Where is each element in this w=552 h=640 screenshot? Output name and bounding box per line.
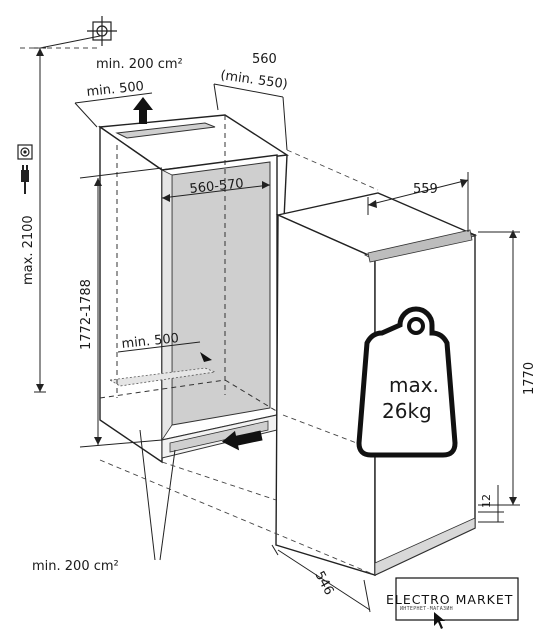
niche-width-label: 560-570 xyxy=(189,176,245,197)
inner-depth-label: min. 500 xyxy=(121,331,180,352)
niche-depth-label: 560 xyxy=(252,52,277,67)
appliance-height-label: 1770 xyxy=(522,362,537,395)
dimension-lines xyxy=(34,35,520,613)
niche-height-label: 1772-1788 xyxy=(79,279,94,350)
weight-icon xyxy=(356,306,458,458)
vent-bottom-area-label: min. 200 cm² xyxy=(32,559,119,574)
airflow-up-arrow xyxy=(133,97,153,124)
vent-top-area-label: min. 200 cm² xyxy=(96,57,183,72)
appliance-plinth xyxy=(374,517,476,576)
floor-vent xyxy=(108,367,217,387)
niche-back-wall xyxy=(171,161,271,426)
airflow-in-arrow xyxy=(221,430,263,451)
appliance-width-label: 559 xyxy=(413,182,438,197)
cursor-arrow-icon xyxy=(434,612,445,629)
crosshair-icon xyxy=(87,16,117,46)
plinth-gap-label: 12 xyxy=(480,494,493,508)
max-height-label: max. 2100 xyxy=(21,215,36,285)
inner-depth-arrow xyxy=(200,352,212,362)
niche-depth-min-label: (min. 550) xyxy=(219,68,288,92)
brand-logo: ELECTRO MARKET ИНТЕРНЕТ-МАГАЗИН xyxy=(386,577,519,621)
niche-hidden-edges xyxy=(99,115,284,416)
appliance-top-vent xyxy=(367,229,473,263)
top-vent xyxy=(115,122,216,139)
appliance-depth-label: 546 xyxy=(311,569,336,598)
power-plug-icon xyxy=(21,165,29,194)
brand-tagline: ИНТЕРНЕТ-МАГАЗИН xyxy=(400,606,453,612)
weight-line1: max. xyxy=(389,373,439,397)
brand-name: ELECTRO MARKET xyxy=(386,592,513,607)
niche-side-wall xyxy=(161,169,173,442)
bottom-vent xyxy=(169,420,269,453)
weight-line2: 26kg xyxy=(382,399,432,423)
arrow-heads xyxy=(36,48,517,505)
vent-top-depth-label: min. 500 xyxy=(86,79,145,100)
socket-icon xyxy=(17,144,33,160)
